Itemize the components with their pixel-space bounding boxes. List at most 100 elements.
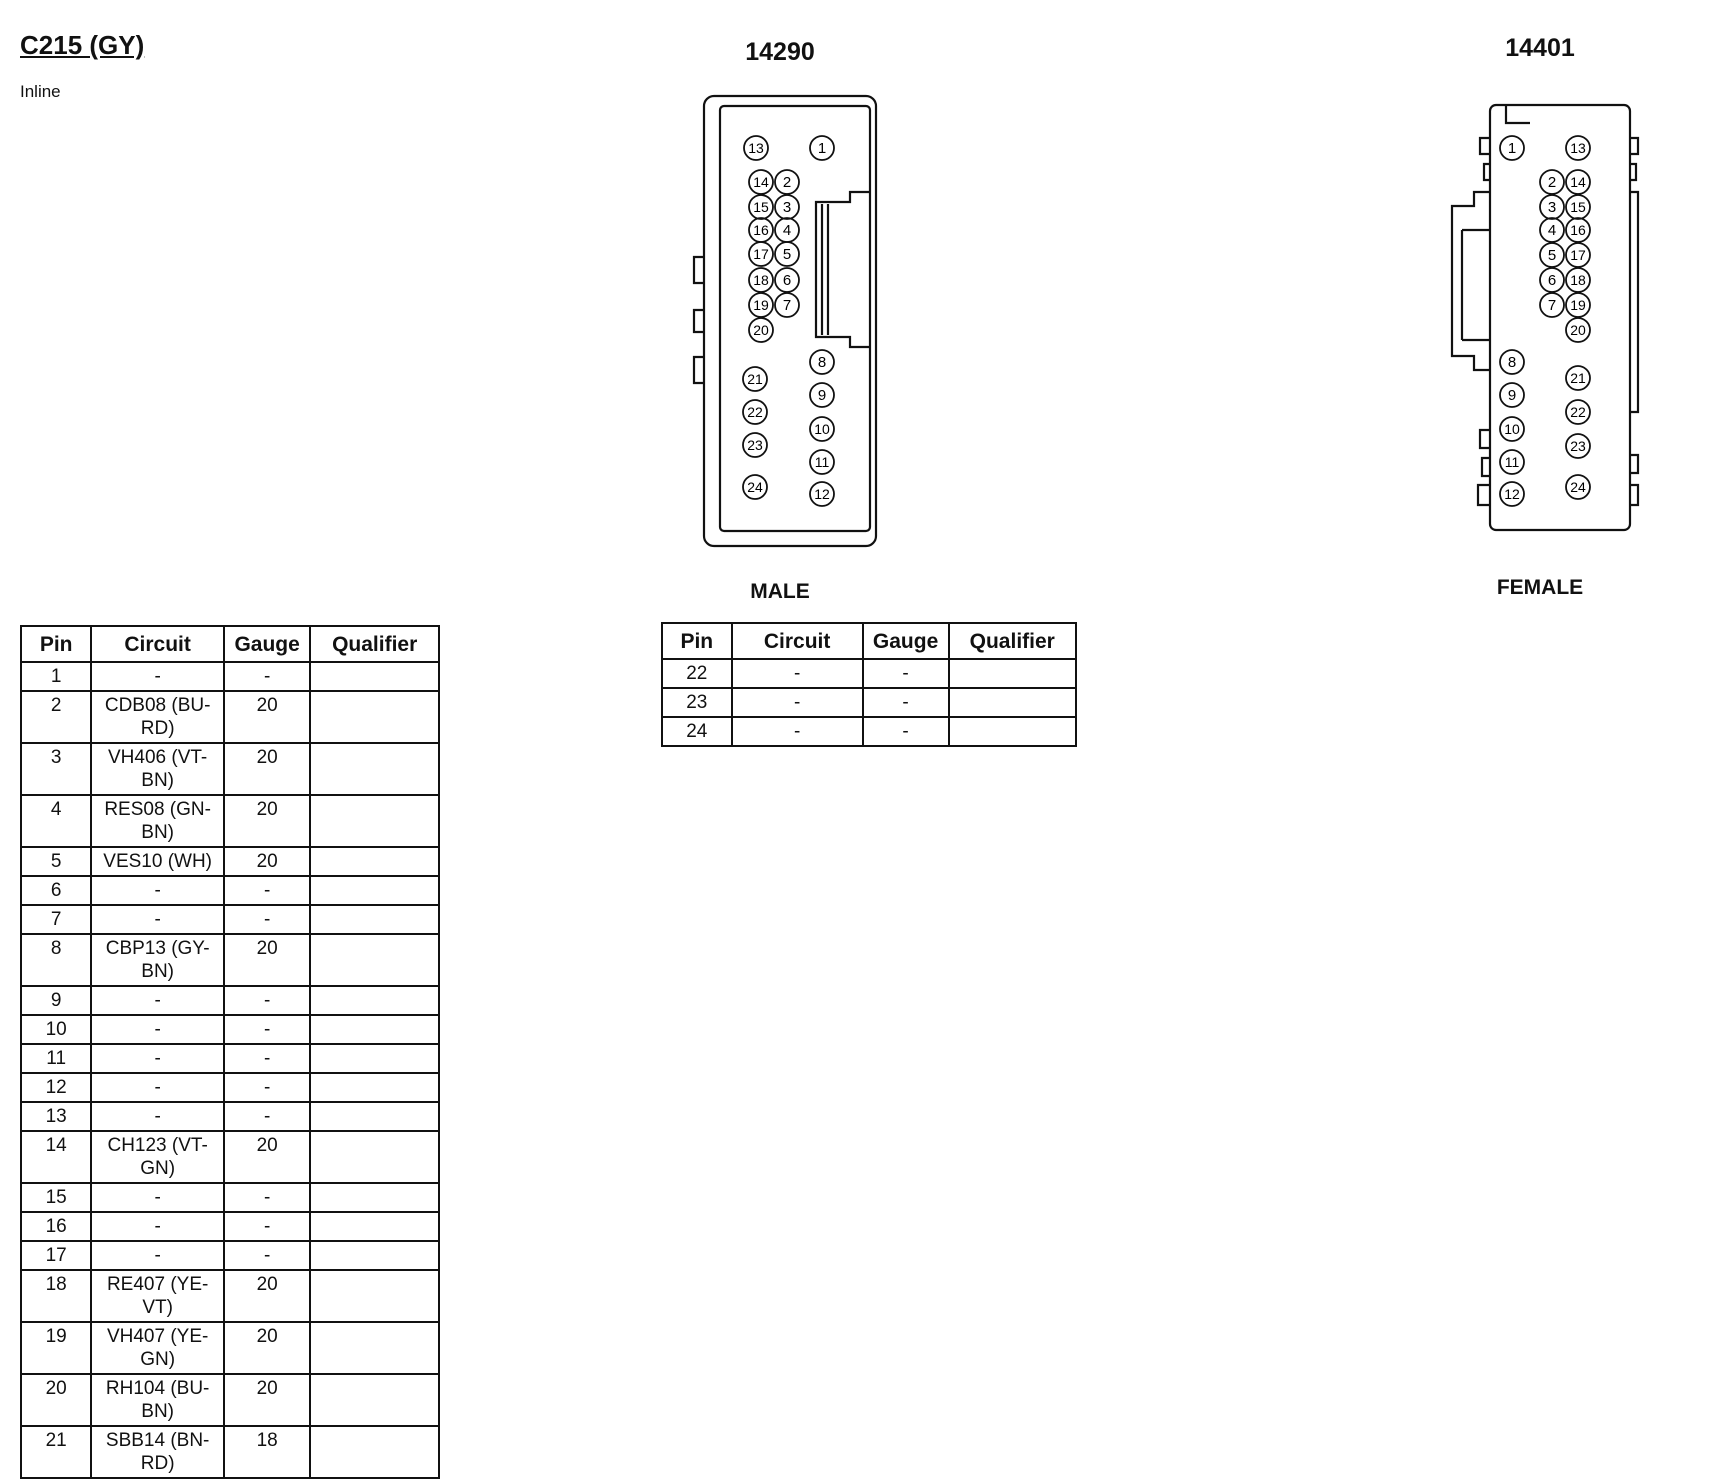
pin-circle (748, 241, 774, 267)
cell-circuit: - (90, 1043, 225, 1074)
cell-qualifier (309, 1321, 440, 1375)
pin-circle (1565, 267, 1591, 293)
table-row: 10-- (19, 1014, 440, 1045)
cell-pin: 14 (19, 1130, 93, 1184)
pin-circle (1499, 416, 1525, 442)
pin-circle (774, 169, 800, 195)
cell-qualifier (309, 904, 440, 935)
cell-circuit: RH104 (BU-BN) (90, 1373, 225, 1427)
cell-gauge: 20 (222, 690, 312, 744)
pin-circle (774, 292, 800, 318)
pin-number: 23 (1570, 438, 1586, 454)
pin-number: 15 (753, 199, 769, 215)
pin-number: 11 (815, 454, 830, 470)
pin-number: 13 (748, 140, 764, 156)
cell-qualifier (309, 1211, 440, 1242)
pin-number: 23 (747, 437, 763, 453)
pin-circle (748, 267, 774, 293)
pin-number: 6 (1548, 272, 1556, 289)
pin-number: 16 (1570, 222, 1586, 238)
pin-circle (1565, 242, 1591, 268)
cell-circuit: - (90, 1240, 225, 1271)
pin-number: 18 (1570, 272, 1586, 288)
pin-number: 21 (747, 371, 763, 387)
pin-circle (774, 194, 800, 220)
table-row: 16-- (19, 1211, 440, 1242)
pin-circle (1539, 292, 1565, 318)
cell-gauge: - (222, 1240, 312, 1271)
cell-gauge: - (222, 985, 312, 1016)
cell-qualifier (309, 1072, 440, 1103)
cell-circuit: - (90, 875, 225, 906)
cell-gauge: 20 (222, 933, 312, 987)
cell-pin: 13 (19, 1101, 93, 1132)
pin-circle (742, 432, 768, 458)
cell-gauge: - (222, 1072, 312, 1103)
cell-qualifier (309, 985, 440, 1016)
female-label: FEMALE (1496, 576, 1584, 599)
pin-number: 14 (753, 174, 769, 190)
cell-pin: 3 (19, 742, 93, 796)
pinout-table-right: Pin Circuit Gauge Qualifier 22--23--24-- (661, 622, 1077, 747)
table-row: 9-- (19, 985, 440, 1016)
cell-pin: 7 (19, 904, 93, 935)
cell-gauge: 20 (222, 1373, 312, 1427)
pin-circle (1565, 292, 1591, 318)
table-row: 6-- (19, 875, 440, 906)
pin-circle (809, 382, 835, 408)
cell-circuit: VES10 (WH) (90, 846, 225, 877)
cell-gauge: - (222, 904, 312, 935)
col-header-qualifier: Qualifier (947, 622, 1077, 660)
pin-circle (742, 366, 768, 392)
cell-gauge: - (222, 1211, 312, 1242)
cell-pin: 2 (19, 690, 93, 744)
cell-qualifier (309, 1240, 440, 1271)
cell-qualifier (947, 658, 1077, 689)
pin-circle (809, 135, 835, 161)
pin-number: 20 (753, 322, 769, 338)
pin-number: 12 (814, 486, 830, 502)
pin-number: 19 (1570, 297, 1586, 313)
cell-gauge: - (222, 1043, 312, 1074)
cell-circuit: - (90, 661, 225, 692)
cell-pin: 16 (19, 1211, 93, 1242)
pin-number: 3 (1548, 199, 1556, 216)
cell-qualifier (309, 933, 440, 987)
col-header-pin: Pin (19, 625, 93, 663)
cell-qualifier (309, 742, 440, 796)
pin-number: 5 (783, 246, 791, 263)
cell-qualifier (947, 687, 1077, 718)
cell-qualifier (309, 1014, 440, 1045)
pin-circle (742, 474, 768, 500)
pin-number: 17 (1570, 247, 1586, 263)
cell-qualifier (309, 1101, 440, 1132)
pin-circle (1565, 474, 1591, 500)
cell-circuit: CDB08 (BU-RD) (90, 690, 225, 744)
pin-circle (1565, 317, 1591, 343)
pin-circle (1539, 217, 1565, 243)
pin-circle (1565, 217, 1591, 243)
pin-number: 12 (1504, 486, 1520, 502)
cell-circuit: - (730, 716, 864, 747)
cell-circuit: - (90, 1101, 225, 1132)
pin-circle (809, 449, 835, 475)
cell-pin: 4 (19, 794, 93, 848)
pin-number: 22 (1570, 404, 1586, 420)
cell-pin: 22 (661, 658, 733, 689)
pin-circle (748, 317, 774, 343)
cell-gauge: 20 (222, 742, 312, 796)
col-header-pin: Pin (661, 622, 733, 660)
male-connector-id: 14290 (745, 38, 815, 66)
cell-circuit: - (90, 1211, 225, 1242)
pin-number: 7 (783, 297, 791, 314)
male-label: MALE (750, 580, 810, 603)
cell-pin: 12 (19, 1072, 93, 1103)
pin-circle (809, 416, 835, 442)
cell-circuit: - (90, 1182, 225, 1213)
cell-pin: 17 (19, 1240, 93, 1271)
pin-circle (1565, 399, 1591, 425)
pin-number: 24 (1570, 479, 1586, 495)
